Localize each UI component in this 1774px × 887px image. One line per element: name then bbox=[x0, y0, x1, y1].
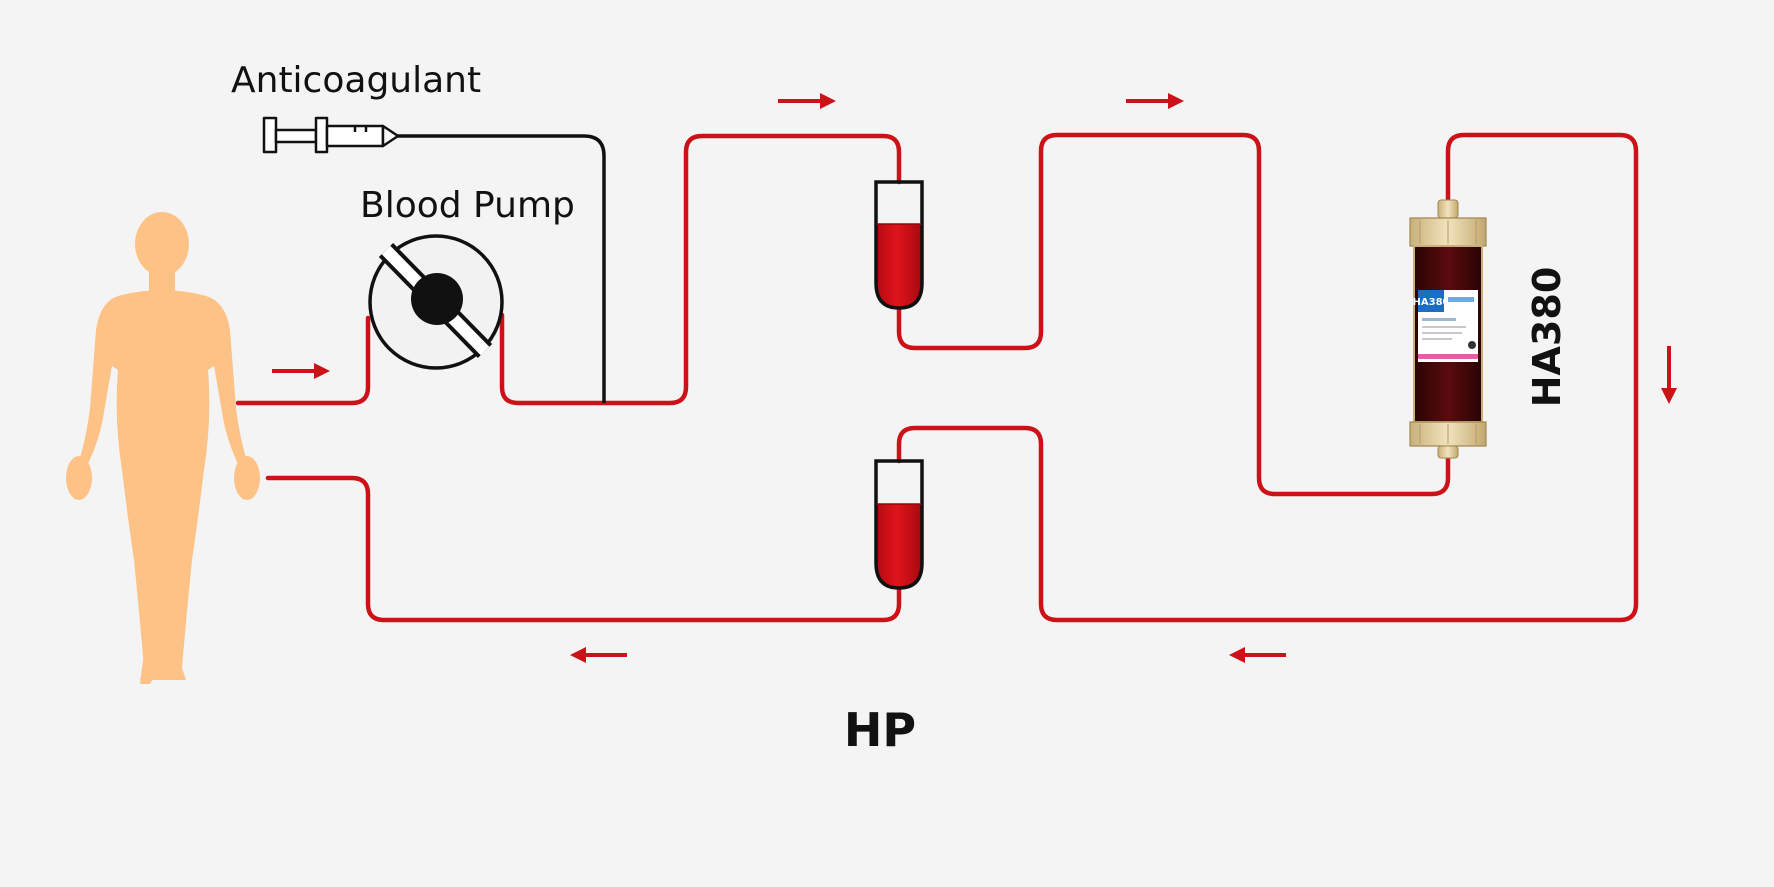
arterial-line-to-pump bbox=[235, 315, 371, 406]
flow-arrows bbox=[272, 93, 1677, 663]
drip-chamber-icon bbox=[874, 180, 924, 310]
drip-chamber-icon bbox=[874, 459, 924, 590]
flow-arrow-icon bbox=[1126, 93, 1184, 109]
cartridge-label: HA380 bbox=[1525, 267, 1569, 408]
human-body-icon bbox=[66, 212, 260, 684]
flow-arrow-icon bbox=[1661, 346, 1677, 404]
roller-pump-icon bbox=[368, 234, 504, 370]
venous-return-line bbox=[265, 475, 902, 623]
flow-arrow-icon bbox=[272, 363, 330, 379]
cartridge-sticker-code: HA380 bbox=[1413, 297, 1450, 308]
blood-pump-label: Blood Pump bbox=[360, 185, 575, 226]
flow-arrow-icon bbox=[1229, 647, 1286, 663]
chamber1-to-cartridge-line bbox=[896, 132, 1451, 497]
procedure-label: HP bbox=[844, 703, 916, 757]
flow-arrow-icon bbox=[570, 647, 627, 663]
blood-tubing bbox=[235, 132, 1639, 623]
cartridge-return-line bbox=[896, 132, 1639, 623]
pump-outlet-line bbox=[499, 133, 902, 406]
anticoagulant-label: Anticoagulant bbox=[231, 60, 481, 101]
syringe-icon bbox=[262, 116, 400, 154]
hemoperfusion-cartridge-icon: HA380 bbox=[1409, 199, 1487, 459]
flow-arrow-icon bbox=[778, 93, 836, 109]
anticoagulant-line bbox=[396, 134, 606, 403]
